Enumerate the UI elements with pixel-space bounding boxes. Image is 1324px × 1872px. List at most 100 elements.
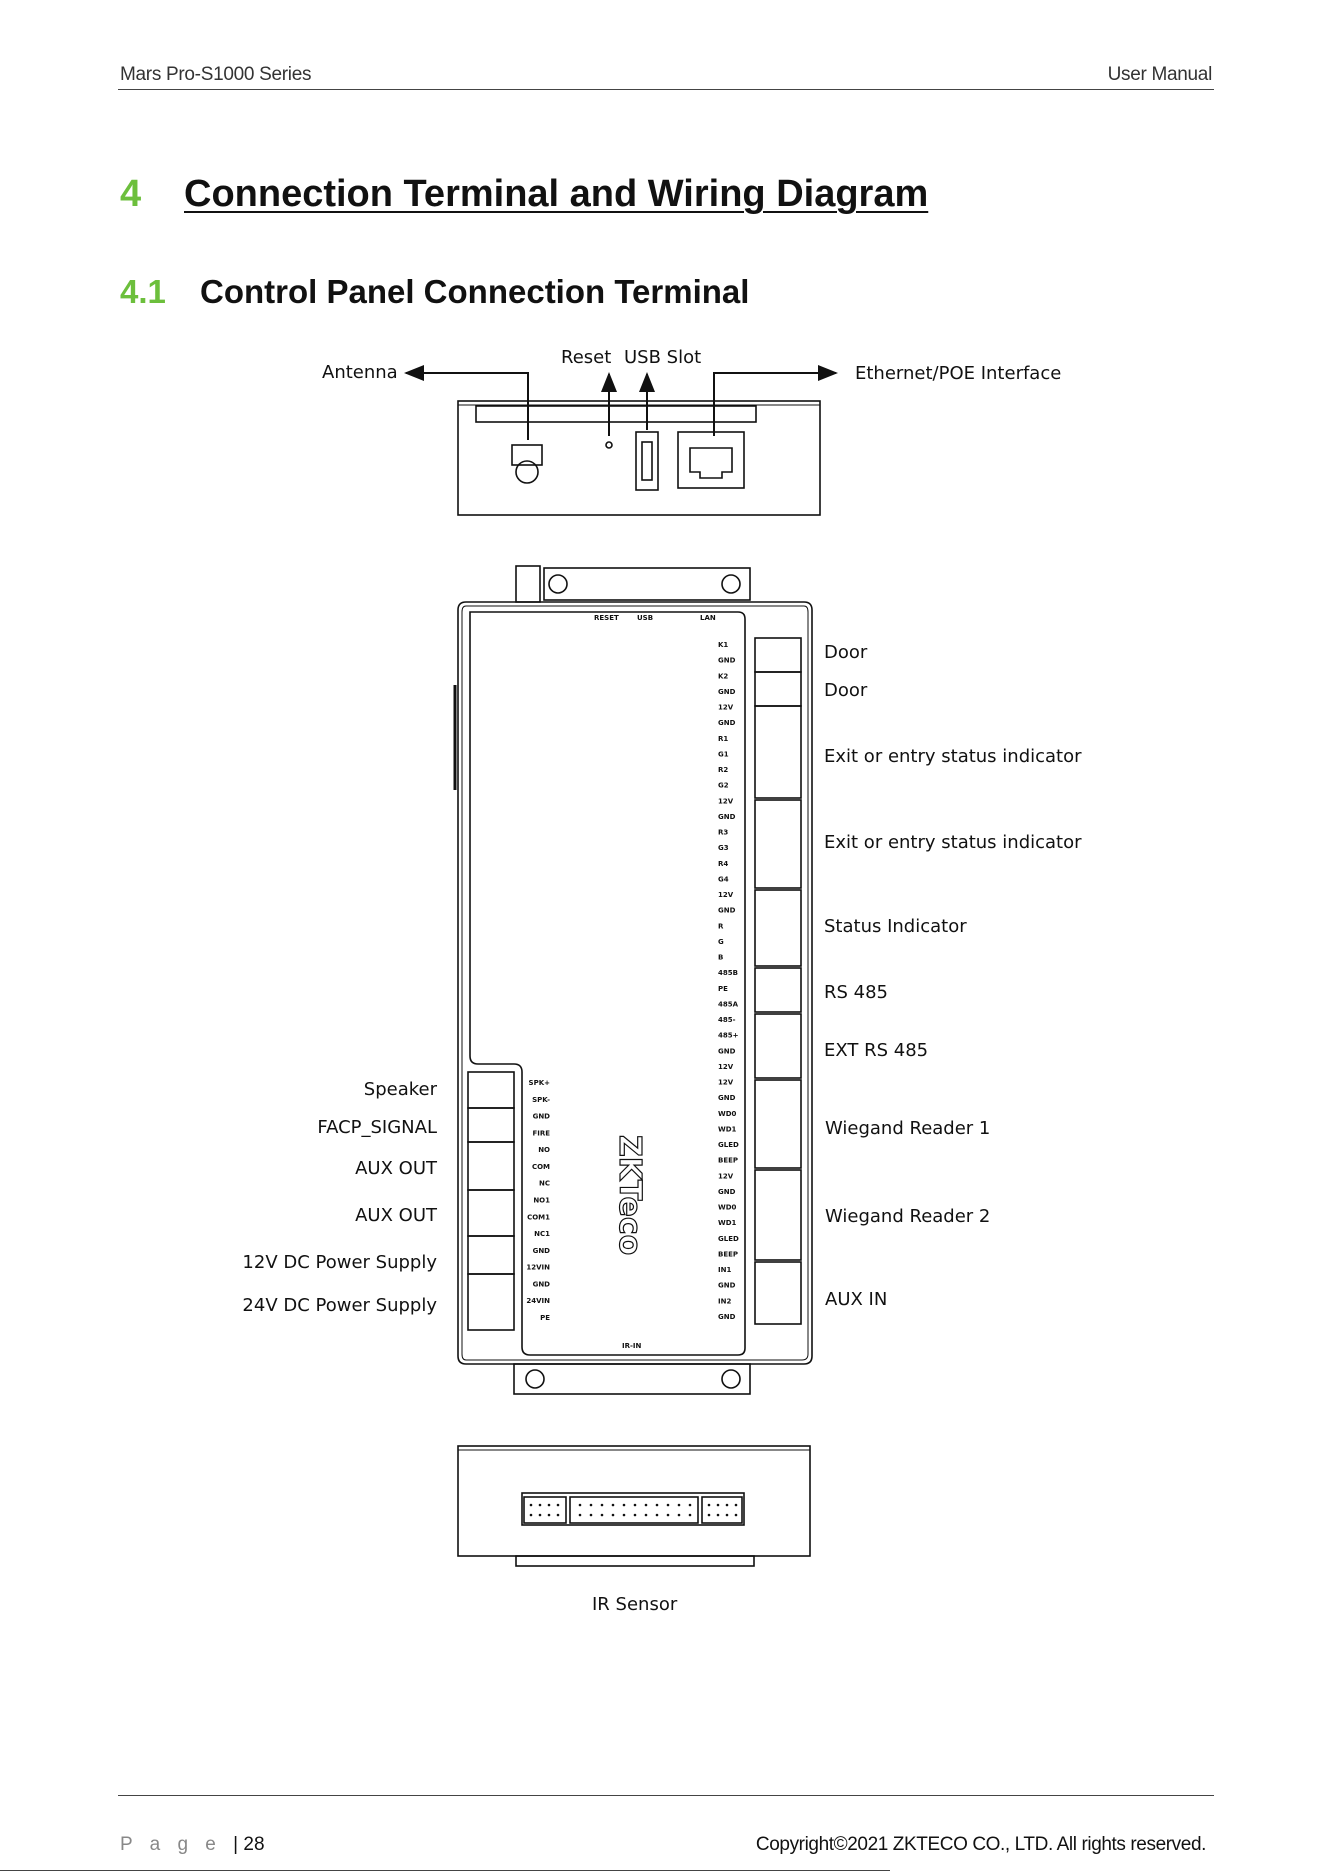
right-pin-label-9: G2 [718, 782, 729, 790]
terminal-block-aux-in [754, 1261, 802, 1325]
left-pin-label-8: COM1 [527, 1213, 550, 1221]
left-pin-label-7: NO1 [533, 1197, 550, 1205]
pin-center-bottom-9 [677, 1513, 681, 1517]
right-pin-label-3: GND [718, 688, 736, 696]
terminal-block-aux-out-2 [467, 1189, 515, 1237]
top-mount-tab [543, 567, 751, 601]
pin-right-top-2 [725, 1503, 729, 1507]
label-wiegand-1: Wiegand Reader 1 [825, 1118, 990, 1139]
pin-center-top-7 [655, 1503, 659, 1507]
right-pin-label-10: 12V [718, 797, 734, 805]
top-view-rail [475, 405, 757, 423]
right-pin-label-1: GND [718, 657, 736, 665]
right-pin-label-42: IN2 [718, 1297, 731, 1305]
bottom-rule [0, 1870, 890, 1871]
usb-label: USB Slot [624, 347, 701, 368]
pin-center-top-5 [633, 1503, 637, 1507]
right-pin-label-13: G3 [718, 844, 729, 852]
right-pin-label-7: G1 [718, 750, 729, 758]
section-number: 4 [120, 173, 142, 215]
terminal-block-door-1 [754, 637, 802, 673]
pin-center-bottom-10 [688, 1513, 692, 1517]
terminal-block-exit-2 [754, 799, 802, 889]
right-pin-label-16: 12V [718, 891, 734, 899]
silk-lan: LAN [700, 614, 716, 622]
board-housing [457, 601, 813, 1365]
terminal-block-ext-rs485 [754, 1013, 802, 1079]
pin-right-bottom-0 [707, 1513, 711, 1517]
left-pin-label-2: GND [533, 1113, 551, 1121]
right-pin-label-39: BEEP [718, 1251, 738, 1259]
right-pin-label-23: 485A [718, 1000, 739, 1008]
antenna-base [511, 444, 543, 466]
left-pin-label-13: 24VIN [526, 1297, 550, 1305]
right-pin-label-21: 485B [718, 969, 738, 977]
right-pin-label-37: WD1 [718, 1219, 737, 1227]
ir-connector-strip [521, 1492, 745, 1526]
right-pin-label-26: GND [718, 1047, 736, 1055]
top-view-callouts [404, 365, 838, 440]
right-pin-label-12: R3 [718, 829, 728, 837]
terminal-block-wiegand-2 [754, 1169, 802, 1261]
right-pin-labels: K1GNDK2GND12VGNDR1G1R2G212VGNDR3G3R4G412… [718, 641, 739, 1321]
right-pin-label-15: G4 [718, 875, 729, 883]
pin-center-top-10 [688, 1503, 692, 1507]
ir-connector-right [701, 1496, 743, 1524]
ethernet-port [677, 431, 745, 489]
ir-sensor-label: IR Sensor [592, 1594, 678, 1615]
right-pin-label-8: R2 [718, 766, 728, 774]
right-pin-label-35: GND [718, 1188, 736, 1196]
bottom-view [457, 1445, 811, 1567]
right-pin-label-6: R1 [718, 735, 728, 743]
right-pin-label-40: IN1 [718, 1266, 731, 1274]
pin-left-top-1 [538, 1503, 542, 1507]
bottom-screw-right [721, 1369, 741, 1389]
footer-copyright: Copyright©2021 ZKTECO CO., LTD. All righ… [755, 1834, 1206, 1855]
right-pin-label-5: GND [718, 719, 736, 727]
reset-hole [605, 441, 613, 449]
left-terminal-blocks [467, 1071, 515, 1331]
antenna-connector [515, 460, 539, 484]
pin-right-bottom-1 [716, 1513, 720, 1517]
left-pin-label-12: GND [533, 1280, 551, 1288]
pin-left-top-2 [547, 1503, 551, 1507]
label-aux-out-2: AUX OUT [355, 1205, 438, 1226]
terminal-block-24v [467, 1273, 515, 1331]
pin-right-top-3 [734, 1503, 738, 1507]
left-pin-label-5: COM [532, 1163, 550, 1171]
right-pin-label-33: BEEP [718, 1157, 738, 1165]
subsection-number: 4.1 [120, 273, 166, 310]
page-number: | 28 [233, 1834, 265, 1855]
left-pin-label-1: SPK- [532, 1096, 550, 1104]
footer-rule [118, 1795, 1214, 1796]
label-aux-out-1: AUX OUT [355, 1158, 438, 1179]
pin-center-bottom-5 [633, 1513, 637, 1517]
right-pin-label-18: R [718, 922, 724, 930]
right-pin-label-32: GLED [718, 1141, 739, 1149]
reset-label: Reset [561, 347, 611, 368]
silk-ir-in: IR-IN [622, 1342, 642, 1350]
bottom-view-housing [457, 1445, 811, 1557]
pin-center-top-8 [666, 1503, 670, 1507]
right-pin-label-34: 12V [718, 1172, 734, 1180]
bottom-mount-tab [513, 1363, 751, 1395]
label-exit-indicator-1: Exit or entry status indicator [824, 746, 1082, 767]
pin-center-bottom-4 [622, 1513, 626, 1517]
silk-usb: USB [637, 614, 653, 622]
right-pin-label-38: GLED [718, 1235, 739, 1243]
right-pin-label-43: GND [718, 1313, 736, 1321]
header-series: Mars Pro-S1000 Series [120, 64, 312, 85]
label-exit-indicator-2: Exit or entry status indicator [824, 832, 1082, 853]
terminal-block-facp [467, 1107, 515, 1143]
ir-connector-left [523, 1496, 567, 1524]
pin-center-top-9 [677, 1503, 681, 1507]
pin-center-bottom-7 [655, 1513, 659, 1517]
pin-left-bottom-3 [556, 1513, 560, 1517]
left-pin-label-3: FIRE [532, 1129, 550, 1137]
page-word: P a g e [120, 1834, 222, 1855]
right-pin-label-28: 12V [718, 1079, 734, 1087]
pin-center-top-1 [589, 1503, 593, 1507]
